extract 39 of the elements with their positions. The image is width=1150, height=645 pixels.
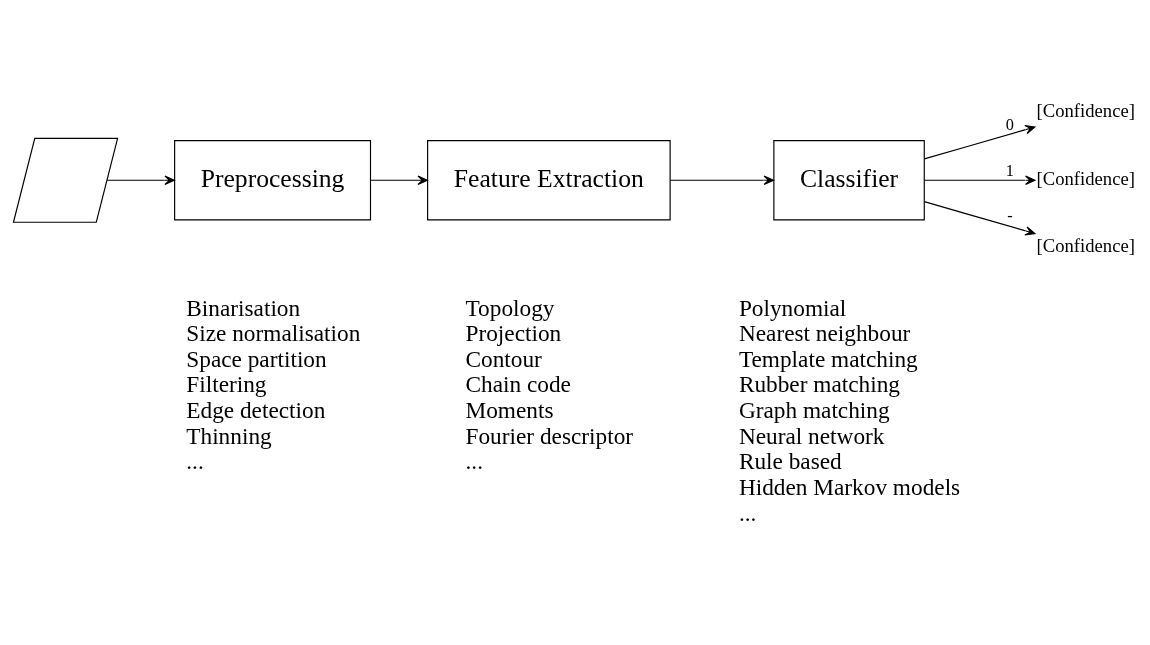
node-label: ... <box>465 448 483 475</box>
node-label: Graph matching <box>738 397 890 424</box>
node-label: Chain code <box>465 371 571 398</box>
node-label: Rule based <box>738 448 842 475</box>
edge-label: - <box>1007 206 1013 226</box>
node-label: Nearest neighbour <box>738 320 911 347</box>
node-label: Size normalisation <box>186 320 361 347</box>
node-label: Space partition <box>186 345 327 372</box>
node-label: Filtering <box>186 371 267 398</box>
node-label: Edge detection <box>186 397 326 424</box>
node-label: Contour <box>465 345 542 372</box>
node-label: Polynomial <box>738 294 847 321</box>
node-label: Hidden Markov models <box>738 474 961 501</box>
arrow <box>669 175 775 186</box>
node-label: Template matching <box>738 345 918 372</box>
edge-label: 1 <box>1005 160 1015 180</box>
arrow <box>923 124 1036 160</box>
node-label: Rubber matching <box>738 371 900 398</box>
node-text: [Confidence] <box>1036 167 1135 189</box>
node-label: Fourier descriptor <box>465 422 634 449</box>
node-label: Topology <box>465 294 555 321</box>
node-label: ... <box>186 448 204 475</box>
node-label: Projection <box>465 320 562 347</box>
node-parallelogram <box>12 137 119 223</box>
arrow <box>106 175 175 186</box>
arrow <box>923 201 1036 236</box>
node-label: Thinning <box>186 422 272 449</box>
node-label: Neural network <box>738 422 885 449</box>
node-label: Moments <box>465 397 554 424</box>
node-box: Preprocessing <box>174 140 372 221</box>
node-text: [Confidence] <box>1036 235 1135 257</box>
node-text: [Confidence] <box>1036 100 1135 122</box>
node-label: ... <box>738 499 757 526</box>
arrow <box>370 175 428 186</box>
node-label: Binarisation <box>186 294 301 321</box>
node-box: Feature Extraction <box>427 140 671 221</box>
edge-label: 0 <box>1005 115 1015 135</box>
node-box: Classifier <box>773 140 925 221</box>
arrow <box>923 175 1036 186</box>
